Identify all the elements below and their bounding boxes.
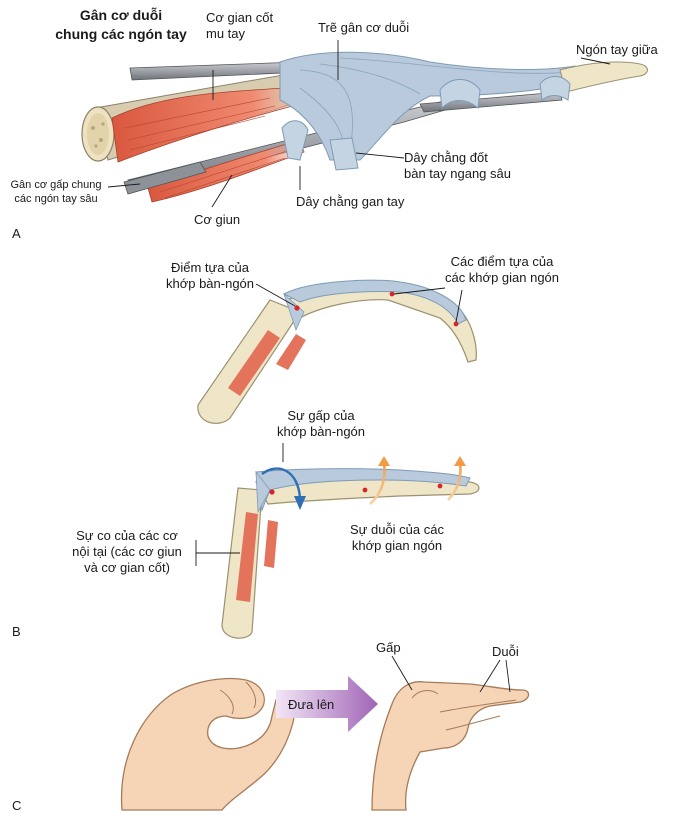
label-flexor-tendon-line2: các ngón tay sâu xyxy=(14,193,98,205)
label-mcp-pivot-line1: Điểm tựa của xyxy=(170,260,250,275)
label-interossei-line1: Cơ gian cốt xyxy=(206,10,274,25)
label-flexion: Gấp xyxy=(376,640,401,655)
label-ip-pivots: Các điểm tựa của các khớp gian ngón xyxy=(432,254,572,286)
panel-b-flexed-illustration xyxy=(195,443,480,639)
label-extension: Duỗi xyxy=(492,644,519,659)
label-deep-transverse-line1: Dây chằng đốt xyxy=(404,150,488,165)
label-lumbrical: Cơ giun xyxy=(194,212,241,227)
label-ip-pivots-line2: các khớp gian ngón xyxy=(444,270,560,285)
panel-c-illustration xyxy=(120,655,530,811)
label-ip-extension: Sự duỗi của các khớp gian ngón xyxy=(340,522,454,554)
label-ip-extension-line1: Sự duỗi của các xyxy=(350,522,444,537)
label-ip-pivots-line1: Các điểm tựa của xyxy=(450,254,554,269)
panel-a-leader-lines xyxy=(107,40,611,208)
label-mcp-pivot-line2: khớp bàn-ngón xyxy=(165,276,255,291)
label-extensor-tendon-line2: chung các ngón tay xyxy=(55,26,187,42)
label-flexor-tendon: Gân cơ gấp chung các ngón tay sâu xyxy=(4,178,108,206)
label-extensor-hood: Trẽ gân cơ duỗi xyxy=(318,20,410,35)
label-extensor-tendon: Gân cơ duỗi chung các ngón tay xyxy=(36,6,206,44)
label-intrinsic-contraction: Sự co của các cơ nội tại (các cơ giun và… xyxy=(60,528,194,576)
hand-intrinsic-plus xyxy=(371,681,530,811)
label-flexor-tendon-line1: Gân cơ gấp chung xyxy=(10,179,102,191)
transition-arrow xyxy=(276,676,378,732)
hand-ok-sign xyxy=(120,677,297,811)
panel-b-rest-illustration xyxy=(197,279,477,424)
label-intrinsic-line2: nội tại (các cơ giun xyxy=(72,544,182,559)
panel-letter-c: C xyxy=(12,798,22,813)
label-extensor-tendon-line1: Gân cơ duỗi xyxy=(79,7,163,23)
label-deep-transverse-line2: bàn tay ngang sâu xyxy=(404,166,511,181)
label-interossei-line2: mu tay xyxy=(206,26,246,41)
label-mcp-flexion-line1: Sự gấp của xyxy=(287,408,355,423)
label-mcp-flexion: Sự gấp của khớp bàn-ngón xyxy=(270,408,372,440)
label-mcp-pivot: Điểm tựa của khớp bàn-ngón xyxy=(156,260,264,292)
label-deep-transverse-ligament: Dây chằng đốt bàn tay ngang sâu xyxy=(404,150,511,182)
label-intrinsic-line1: Sự co của các cơ xyxy=(76,528,178,543)
label-middle-finger: Ngón tay giữa xyxy=(576,42,658,57)
label-ip-extension-line2: khớp gian ngón xyxy=(351,538,443,553)
panel-letter-b: B xyxy=(12,624,21,639)
label-intrinsic-line3: và cơ gian cốt) xyxy=(84,560,170,575)
panel-letter-a: A xyxy=(12,226,21,241)
panel-a-illustration xyxy=(81,40,648,208)
label-mcp-flexion-line2: khớp bàn-ngón xyxy=(276,424,366,439)
mcp-pivot-dot xyxy=(294,305,300,311)
label-interossei: Cơ gian cốt mu tay xyxy=(206,10,273,42)
label-palmar-ligament: Dây chằng gan tay xyxy=(296,194,405,209)
label-arrow-raise: Đưa lên xyxy=(288,697,335,712)
